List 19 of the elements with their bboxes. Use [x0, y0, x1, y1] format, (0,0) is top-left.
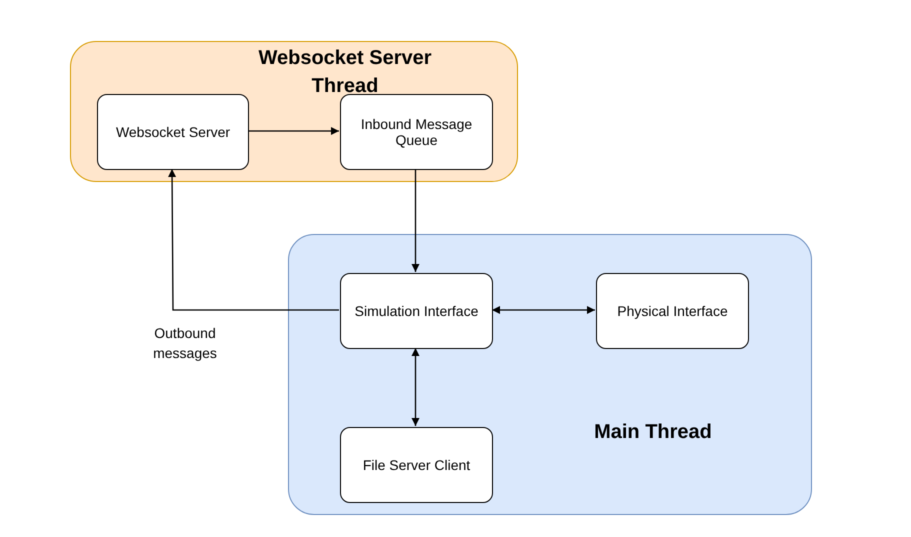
box-label: Websocket Server: [116, 124, 230, 140]
box-label: File Server Client: [362, 457, 470, 473]
box-label: Inbound Message Queue: [360, 116, 474, 148]
arrow: [492, 306, 595, 314]
process-box: [340, 273, 493, 349]
arrow: [248, 127, 339, 135]
arrow: [412, 169, 420, 272]
process-box: [97, 94, 249, 170]
group-title: Main Thread: [593, 420, 713, 445]
arrow: [168, 169, 339, 311]
process-box: [340, 427, 493, 503]
arrow: [412, 348, 420, 426]
box-label: Physical Interface: [617, 303, 728, 319]
thread-group: [70, 41, 518, 182]
box-label: Simulation Interface: [354, 303, 478, 319]
group-title: Websocket Server Thread: [257, 46, 433, 99]
process-box: [340, 94, 493, 170]
process-box: [596, 273, 749, 349]
thread-group: [288, 234, 812, 515]
